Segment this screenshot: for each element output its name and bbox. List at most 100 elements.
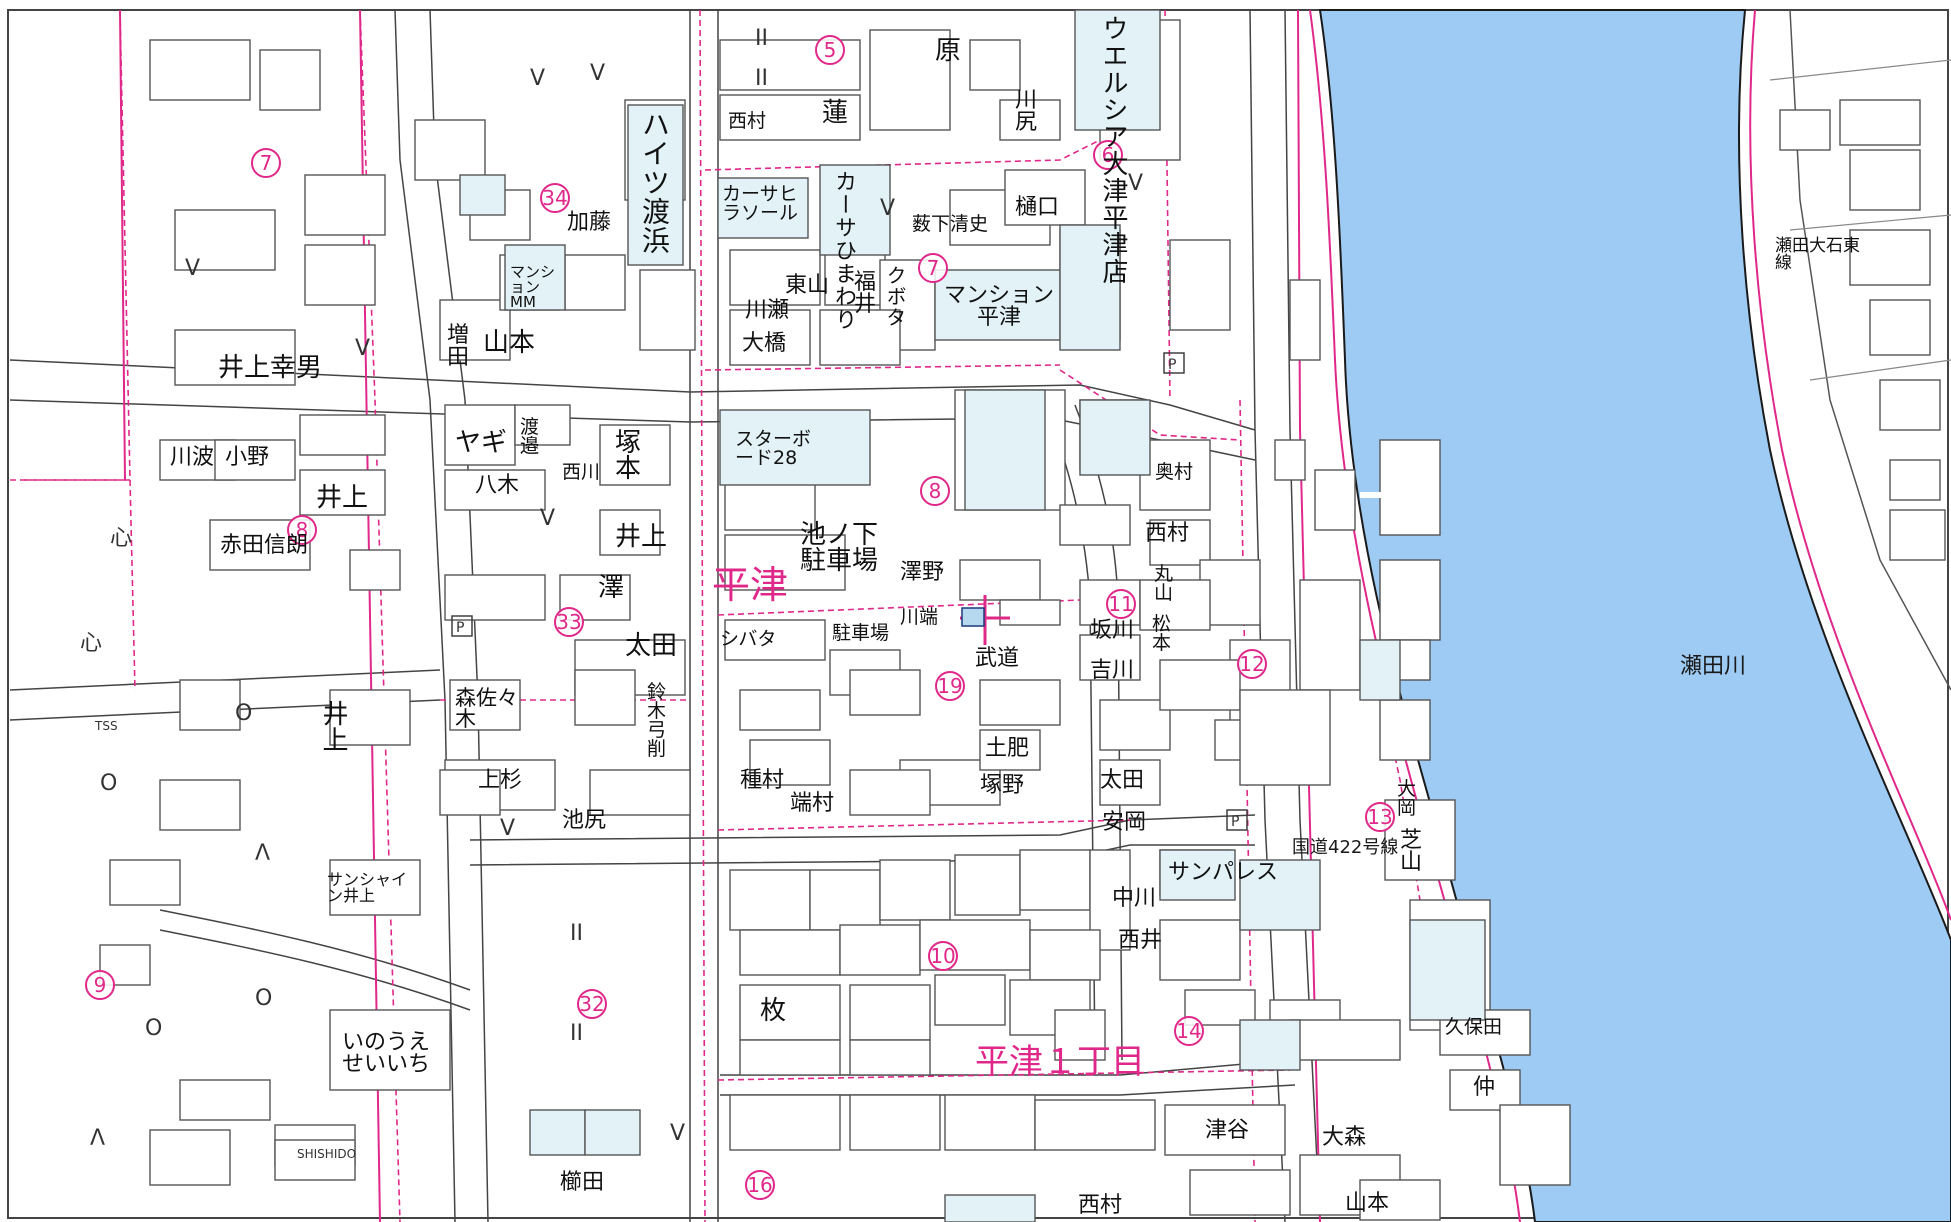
svg-text:O: O xyxy=(145,1016,162,1041)
label-fukui: 福井 xyxy=(854,270,877,317)
label-yagi-2: 八木 xyxy=(475,473,520,498)
label-sawa: 澤 xyxy=(598,573,625,603)
svg-text:O: O xyxy=(100,771,117,796)
river-pier xyxy=(1360,475,1400,520)
svg-text:V: V xyxy=(500,816,515,841)
block-number-19: 19 xyxy=(935,671,965,701)
label-ohashi: 大橋 xyxy=(742,331,787,356)
svg-text:V: V xyxy=(185,256,200,281)
label-naka: 仲 xyxy=(1473,1075,1496,1100)
road-label-route-422: 国道422号線 xyxy=(1292,837,1399,858)
svg-text:V: V xyxy=(530,66,545,91)
label-kushida: 櫛田 xyxy=(560,1170,605,1195)
label-takemichi: 武道 xyxy=(975,646,1020,671)
selected-building xyxy=(961,607,985,627)
block-number-6: 6 xyxy=(1093,140,1123,170)
label-tsukano: 塚野 xyxy=(980,773,1025,798)
label-mori-sasaki: 森佐々木 xyxy=(455,686,518,731)
block-number-9: 9 xyxy=(85,970,115,1000)
label-yoshikawa: 吉川 xyxy=(1090,658,1135,683)
label-shibata: シバタ xyxy=(720,628,777,650)
block-number-13: 13 xyxy=(1365,802,1395,832)
block-number-33: 33 xyxy=(554,607,584,637)
label-ikejiri: 池尻 xyxy=(562,808,607,833)
svg-text:II: II xyxy=(570,921,583,946)
label-matsumoto: 松本 xyxy=(1152,613,1172,654)
svg-text:V: V xyxy=(880,196,895,221)
label-kato: 加藤 xyxy=(567,210,612,235)
label-inoue-1: 井上 xyxy=(316,483,369,513)
label-akada-shinro: 赤田信朗 xyxy=(220,533,309,558)
label-nishimura-1: 西村 xyxy=(728,110,767,132)
label-star-board: スターボード28 xyxy=(735,428,812,469)
label-nishimura-3: 西村 xyxy=(1078,1193,1123,1218)
river-bank-east xyxy=(1749,9,1951,921)
label-yamamoto-2: 山本 xyxy=(1345,1191,1390,1216)
block-number-8b: 8 xyxy=(920,476,950,506)
label-ono: 小野 xyxy=(225,445,270,470)
label-maruyama: 丸山 xyxy=(1154,563,1174,604)
svg-text:P: P xyxy=(1168,357,1176,373)
parking-markers xyxy=(451,352,1248,831)
east-bank-streets xyxy=(1769,59,1951,381)
label-heights-watanabe: ハイツ渡浜 xyxy=(638,110,671,255)
label-ikenoshita-parking: 池ノ下駐車場 xyxy=(799,520,878,576)
block-number-32: 32 xyxy=(577,989,607,1019)
block-number-34: 34 xyxy=(540,183,570,213)
label-sakagawa: 坂川 xyxy=(1090,618,1135,643)
svg-text:Λ: Λ xyxy=(255,841,270,866)
label-hiroshi: 枚 xyxy=(760,996,787,1026)
svg-text:II: II xyxy=(755,26,768,51)
label-sawano: 澤野 xyxy=(900,560,945,585)
block-number-11: 11 xyxy=(1106,589,1136,619)
block-number-7b: 7 xyxy=(918,253,948,283)
label-okumura: 奥村 xyxy=(1155,461,1194,483)
svg-text:O: O xyxy=(235,701,252,726)
label-nishikawa: 西川 xyxy=(562,461,601,483)
svg-text:V: V xyxy=(1128,171,1143,196)
label-kawanami: 川波 xyxy=(170,445,215,470)
district-label-hiratsu: 平津 xyxy=(712,563,789,607)
block-number-14: 14 xyxy=(1174,1016,1204,1046)
land-symbols: V V V V V V V V V 心 心 O O O O Λ Λ II II … xyxy=(80,26,1143,1151)
label-inoue-seiichi: いのうえせいいち xyxy=(342,1030,431,1077)
label-hara: 原 xyxy=(935,36,962,66)
label-mansion-hiratsu: マンション平津 xyxy=(943,283,1054,330)
district-label-hiratsu-1chome: 平津１丁目 xyxy=(975,1042,1145,1082)
label-suzuki-yuge: 鈴木弓削 xyxy=(647,681,667,760)
label-tanemura: 種村 xyxy=(740,768,785,793)
svg-text:O: O xyxy=(255,986,272,1011)
label-nishii: 西井 xyxy=(1118,928,1163,953)
label-ren: 蓮 xyxy=(822,98,849,128)
label-inoue-2: 井上 xyxy=(318,700,348,752)
label-yamamoto-1: 山本 xyxy=(483,328,536,358)
svg-text:Λ: Λ xyxy=(90,1126,105,1151)
label-yasuoka: 安岡 xyxy=(1102,810,1147,835)
label-parking: 駐車場 xyxy=(832,622,890,644)
label-shishido: SHISHIDO xyxy=(297,1147,357,1161)
label-kawajiri: 川尻 xyxy=(1015,88,1038,135)
label-yagi: ヤギ xyxy=(455,428,508,458)
label-hashimura: 端村 xyxy=(790,791,835,816)
label-higashiyama: 東山 xyxy=(785,273,830,298)
block-number-10: 10 xyxy=(928,941,958,971)
label-sunshine-inoue: サンシャイン井上 xyxy=(327,870,408,905)
label-watanabe: 渡邉 xyxy=(520,416,540,457)
label-shitahi: 土肥 xyxy=(985,736,1030,761)
svg-text:P: P xyxy=(1231,814,1239,830)
label-oka: 大岡 xyxy=(1397,778,1417,819)
label-kubota: クボタ xyxy=(883,265,907,328)
label-ota-1: 太田 xyxy=(625,631,678,661)
label-ota-2: 太田 xyxy=(1100,768,1145,793)
label-welcia: ウエルシア大津平津店 xyxy=(1098,15,1128,285)
svg-text:II: II xyxy=(570,1021,583,1046)
label-shibayama: 芝山 xyxy=(1400,828,1423,875)
label-casa-parasol: カーサヒラソール xyxy=(722,183,799,224)
block-number-7a: 7 xyxy=(251,148,281,178)
label-kubota-2: 久保田 xyxy=(1445,1016,1503,1038)
label-uesugi: 上杉 xyxy=(478,768,523,793)
label-tsuya: 津谷 xyxy=(1205,1118,1250,1143)
svg-text:V: V xyxy=(540,506,555,531)
svg-text:心: 心 xyxy=(80,631,102,656)
